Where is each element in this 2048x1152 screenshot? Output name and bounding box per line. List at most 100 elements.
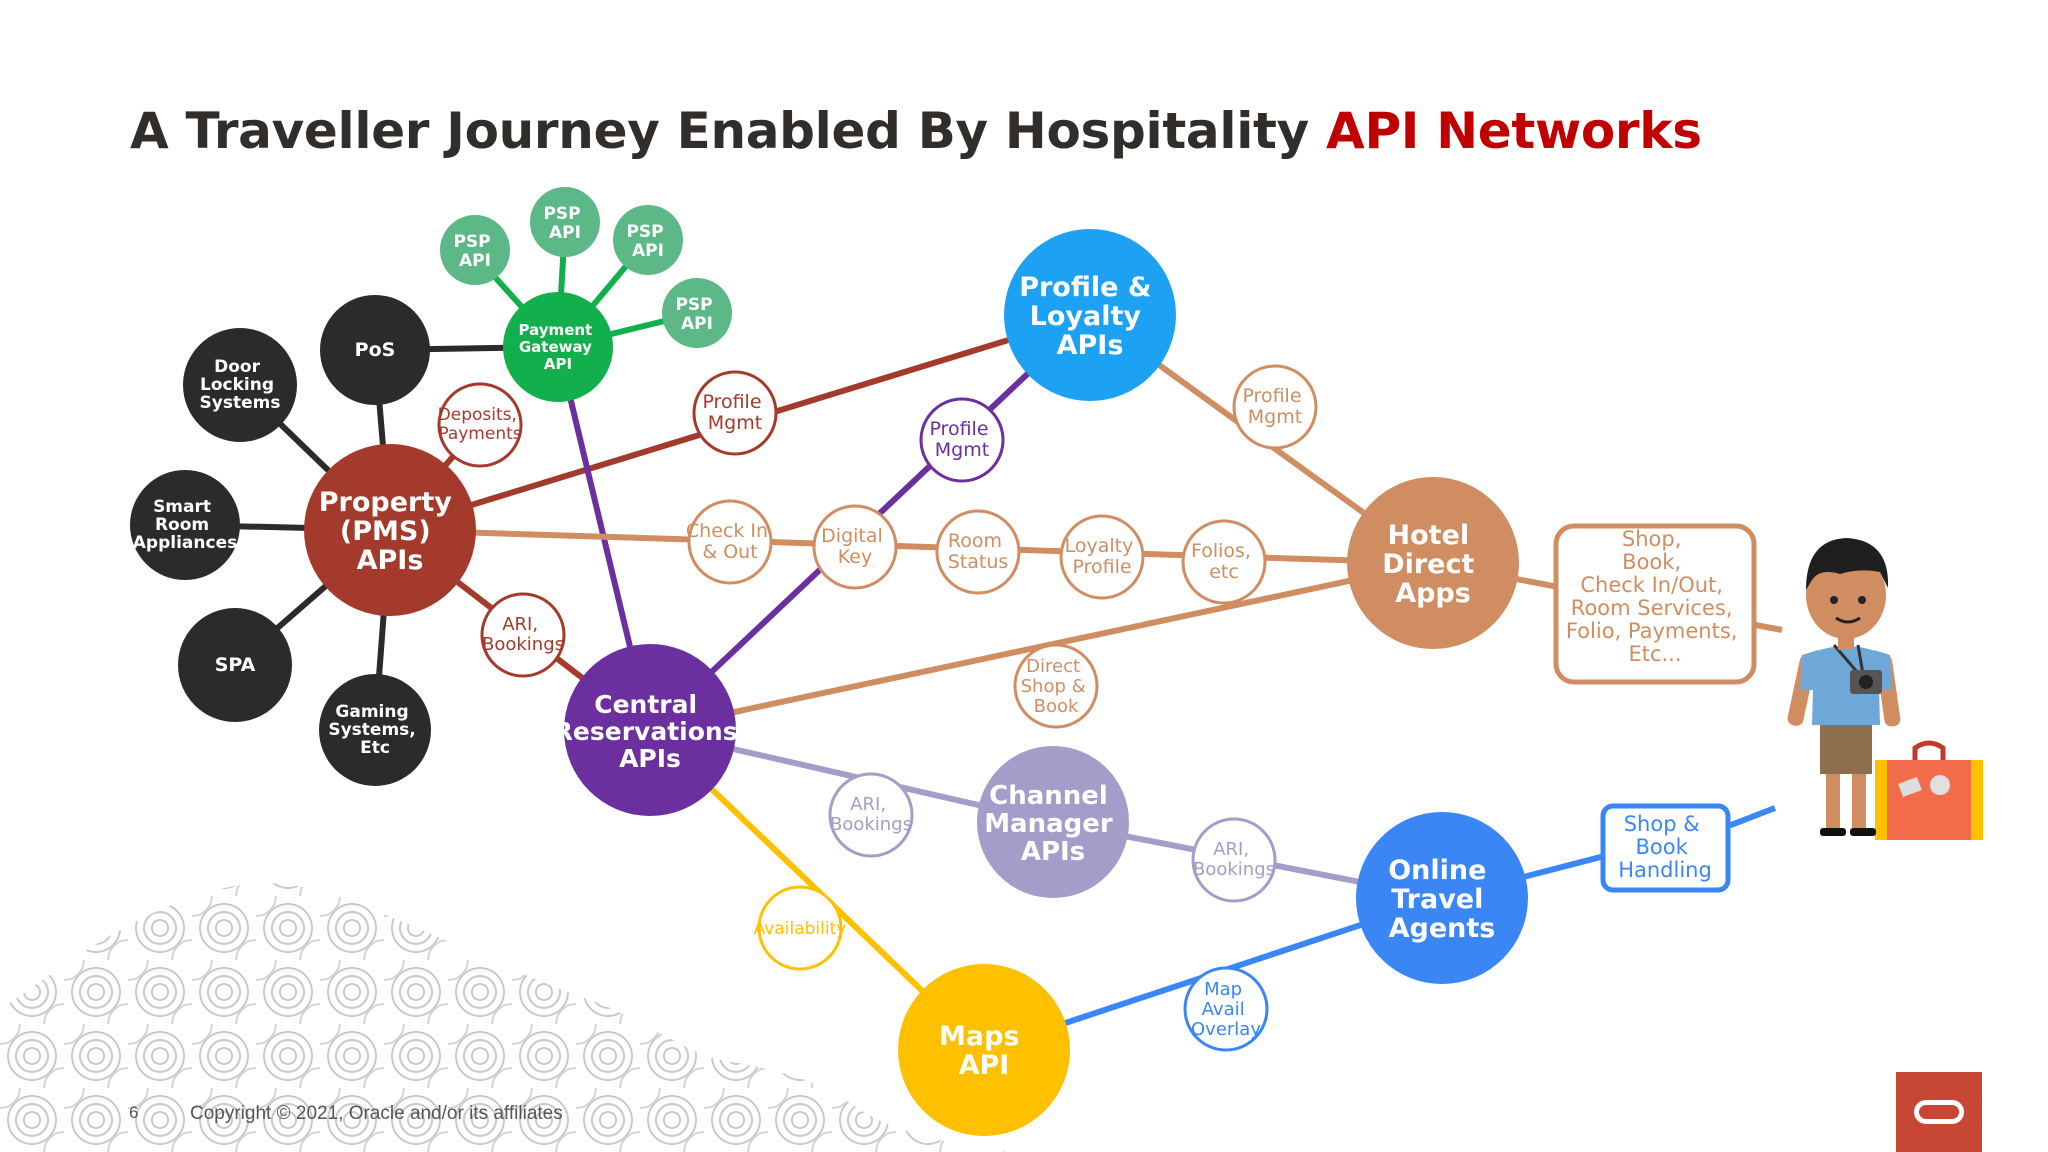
guest-services-box: Shop, Book, Check In/Out, Room Services,… <box>1553 523 1757 685</box>
map-avail-overlay-label: Map Avail Overlay <box>1183 966 1269 1052</box>
property-line-2: (PMS) <box>340 516 431 547</box>
psp2-line-2: API <box>549 223 581 243</box>
ota-line-1: Online <box>1388 855 1486 886</box>
shop-line-1: Shop & <box>1624 812 1700 836</box>
svg-text:Loyalty Profile: Loyalty Profile <box>1065 535 1140 578</box>
map-line-1: Map <box>1204 979 1242 1000</box>
svg-text:Channel Manager AP: Channel Manager APIs <box>984 781 1122 867</box>
svg-text:Profile Mgmt: Profile Mgmt <box>702 391 767 434</box>
ari-bookings-red-label: ARI, Bookings <box>480 592 566 678</box>
hotel-line-1: Hotel <box>1387 520 1469 551</box>
property-line-1: Property <box>319 487 453 518</box>
svg-text:Folios, etc: Folios, etc <box>1191 540 1257 583</box>
shop-line-3: Handling <box>1618 858 1712 882</box>
guest-line-2: Book, <box>1622 550 1681 574</box>
pm-tan-line-2: Mgmt <box>1248 406 1302 428</box>
svg-text:Deposits, Payments: Deposits, Payments <box>438 405 523 444</box>
title-accent: API Networks <box>1326 102 1702 160</box>
svg-text:SPA: SPA <box>215 654 256 676</box>
gaming-line-2: Systems, <box>328 720 415 740</box>
door-line-2: Locking <box>200 375 274 395</box>
map-line-2: Avail <box>1202 999 1245 1020</box>
ari-lav1-line-2: Bookings <box>830 814 912 835</box>
svg-text:PSP API: PSP API <box>453 232 496 271</box>
page-title: A Traveller Journey Enabled By Hospitali… <box>130 102 1702 160</box>
guest-line-1: Shop, <box>1622 527 1682 551</box>
loyalty-line-1: Loyalty <box>1065 535 1134 557</box>
page-number: 6 <box>129 1103 139 1122</box>
oracle-logo-icon <box>1896 1072 1982 1152</box>
ari-red-line-2: Bookings <box>482 634 564 655</box>
maps-line-2: API <box>959 1050 1010 1081</box>
svg-text:PSP API: PSP API <box>543 204 586 243</box>
deposits-line-1: Deposits, <box>438 405 517 425</box>
direct-line-1: Direct <box>1026 656 1080 677</box>
gaming-line-3: Etc <box>360 738 390 758</box>
channel-manager-hub: Channel Manager APIs <box>977 746 1129 898</box>
copyright-text: Copyright © 2021, Oracle and/or its affi… <box>190 1103 563 1124</box>
checkin-line-1: Check In <box>686 520 768 542</box>
availability-label: Availability <box>754 885 847 971</box>
map-line-3: Overlay <box>1191 1019 1261 1040</box>
svg-text:Payment Gateway AP: Payment Gateway API <box>519 321 598 373</box>
profile-hub-line-3: APIs <box>1057 330 1124 361</box>
title-main: A Traveller Journey Enabled By Hospitali… <box>130 102 1327 160</box>
hotel-line-3: Apps <box>1395 578 1471 609</box>
pm-red-line-2: Mgmt <box>708 412 762 434</box>
profile-mgmt-tan-label: Profile Mgmt <box>1232 364 1318 450</box>
spa-line: SPA <box>215 654 256 676</box>
central-reservations-hub: Central Reservations APIs <box>554 644 747 816</box>
svg-text:Door Locking Syste: Door Locking Systems <box>200 357 281 413</box>
digital-key-line-1: Digital <box>821 525 883 547</box>
maps-line-1: Maps <box>939 1021 1020 1052</box>
shop-line-2: Book <box>1636 835 1689 859</box>
room-status-label: Room Status <box>935 509 1021 595</box>
svg-text:ARI, Bookings: ARI, Bookings <box>482 614 564 655</box>
door-line-1: Door <box>214 357 260 377</box>
pos-line: PoS <box>355 339 396 361</box>
svg-text:Online Travel Agen: Online Travel Agents <box>1388 855 1496 944</box>
channel-line-2: Manager <box>984 809 1113 839</box>
loyalty-line-2: Profile <box>1072 556 1131 578</box>
psp1-line-1: PSP <box>453 232 490 252</box>
svg-text:PSP API: PSP API <box>675 295 718 334</box>
svg-text:ARI, Bookings: ARI, Bookings <box>1193 839 1275 880</box>
folios-label: Folios, etc <box>1181 519 1267 605</box>
guest-line-6: Etc... <box>1628 642 1681 666</box>
svg-text:Availability: Availability <box>754 919 847 939</box>
gaming-line-1: Gaming <box>335 702 408 722</box>
profile-mgmt-red-label: Profile Mgmt <box>692 370 778 456</box>
ari-lav2-line-1: ARI, <box>1213 839 1249 860</box>
hotel-line-2: Direct <box>1382 549 1474 580</box>
guest-line-4: Room Services, <box>1571 596 1733 620</box>
ari-lav2-line-2: Bookings <box>1193 859 1275 880</box>
svg-text:Central Reservations: Central Reservations APIs <box>554 690 747 773</box>
guest-line-5: Folio, Payments, <box>1566 619 1738 643</box>
svg-text:PSP API: PSP API <box>626 222 669 261</box>
psp3-line-1: PSP <box>626 222 663 242</box>
pg-line-3: API <box>544 355 572 373</box>
guest-line-3: Check In/Out, <box>1580 573 1723 597</box>
folios-line-2: etc <box>1209 561 1239 583</box>
svg-text:Check In & Out: Check In & Out <box>686 520 774 563</box>
profile-hub-line-2: Loyalty <box>1030 301 1142 332</box>
svg-text:Shop & Book Handli: Shop & Book Handling <box>1618 812 1712 882</box>
property-pms-hub: Property (PMS) APIs <box>304 444 476 616</box>
shop-book-handling-box: Shop & Book Handling <box>1600 803 1731 893</box>
checkin-line-2: & Out <box>702 541 757 563</box>
loyalty-profile-label: Loyalty Profile <box>1059 514 1145 600</box>
ari-red-line-1: ARI, <box>502 614 538 635</box>
psp4-line-1: PSP <box>675 295 712 315</box>
smart-room-node: Smart Room Appliances <box>130 470 240 580</box>
svg-text:PoS: PoS <box>355 339 396 361</box>
psp2-line-1: PSP <box>543 204 580 224</box>
room-status-line-2: Status <box>948 551 1009 573</box>
svg-text:Smart Room Applian: Smart Room Appliances <box>133 497 237 553</box>
psp-node-2: PSP API <box>530 187 600 257</box>
pm-purple-line-2: Mgmt <box>935 439 989 461</box>
digital-key-label: Digital Key <box>812 504 898 590</box>
spa-node: SPA <box>178 608 292 722</box>
hotel-direct-hub: Hotel Direct Apps <box>1347 477 1519 649</box>
svg-text:Property (PMS) API: Property (PMS) APIs <box>319 487 462 576</box>
svg-text:Profile Mgmt: Profile Mgmt <box>1242 385 1307 428</box>
